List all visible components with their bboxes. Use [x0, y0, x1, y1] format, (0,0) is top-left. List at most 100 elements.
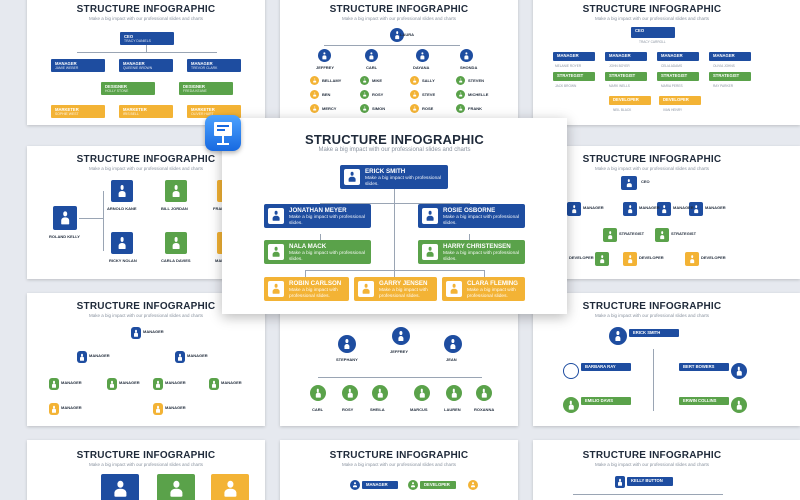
- manager-label: MANAGER: [165, 405, 186, 410]
- manager-label: MANAGER: [661, 53, 683, 58]
- main-slide[interactable]: STRUCTURE INFOGRAPHIC Make a big impact …: [222, 118, 567, 314]
- avatar: [563, 363, 579, 379]
- org-card-top[interactable]: ERICK SMITH Make a big impact with profe…: [340, 165, 448, 189]
- avatar: [476, 385, 492, 401]
- slide-thumbnail-11[interactable]: STRUCTURE INFOGRAPHIC Make a big impact …: [533, 440, 800, 500]
- user-icon: [268, 244, 284, 260]
- slide-thumbnail-3[interactable]: STRUCTURE INFOGRAPHIC Make a big impact …: [533, 0, 800, 125]
- org-card[interactable]: JONATHAN MEYER Make a big impact with pr…: [264, 204, 371, 228]
- designer-box: DESIGNER HOLLY STONE: [101, 82, 155, 95]
- strategist-label: STRATEGIST: [609, 73, 636, 78]
- avatar: [456, 90, 465, 99]
- marketer-label: MARKETER: [191, 107, 215, 112]
- name-label: SALLY: [422, 78, 435, 83]
- name-label: SIMON: [372, 106, 386, 111]
- avatar: [444, 335, 462, 353]
- avatar: [731, 397, 747, 413]
- manager-label: MANAGER: [187, 353, 208, 358]
- name-label: ARNOLD KANE: [107, 206, 137, 211]
- org-card[interactable]: GARRY JENSEN Make a big impact with prof…: [354, 277, 437, 301]
- ceo-sub: TRACY CARROLL: [639, 40, 666, 44]
- org-card[interactable]: ROSIE OSBORNE Make a big impact with pro…: [418, 204, 525, 228]
- name-label: MARCUS: [410, 407, 428, 412]
- card-desc: Make a big impact with professional slid…: [467, 288, 516, 299]
- main-subtitle: Make a big impact with our professional …: [318, 147, 471, 153]
- avatar: [53, 206, 77, 230]
- slide-thumbnail-1[interactable]: STRUCTURE INFOGRAPHIC Make a big impact …: [27, 0, 265, 125]
- avatar: [563, 397, 579, 413]
- slide-thumbnail-10[interactable]: STRUCTURE INFOGRAPHIC Make a big impact …: [280, 440, 518, 500]
- slide-subtitle: Make a big impact with our professional …: [594, 313, 710, 318]
- person-icon: [77, 351, 87, 363]
- designer-box: DESIGNER FREDA KEANE: [179, 82, 233, 95]
- right-name: ERWIN COLLINS: [683, 398, 717, 403]
- manager-box: MANAGER TREVOR CLARK: [187, 59, 241, 72]
- slide-title: STRUCTURE INFOGRAPHIC: [76, 4, 216, 15]
- org-card[interactable]: NALA MACK Make a big impact with profess…: [264, 240, 371, 264]
- avatar: [410, 104, 419, 113]
- name-label: BEN: [322, 92, 331, 97]
- marketer-label: MARKETER: [123, 107, 147, 112]
- slide-thumbnail-2[interactable]: STRUCTURE INFOGRAPHIC Make a big impact …: [280, 0, 518, 125]
- manager-box: MANAGER: [605, 52, 647, 61]
- manager-label: MANAGER: [119, 380, 140, 385]
- connector: [320, 203, 469, 204]
- user-icon: [268, 208, 284, 224]
- user-icon: [422, 244, 438, 260]
- avatar: [609, 327, 627, 345]
- name-label: FRANK: [468, 106, 482, 111]
- org-card[interactable]: HARRY CHRISTENSEN Make a big impact with…: [418, 240, 525, 264]
- name-label: SHEILA: [370, 407, 385, 412]
- org-card[interactable]: CLARA FLEMING Make a big impact with pro…: [442, 277, 525, 301]
- ceo-label: CEO: [124, 34, 134, 39]
- avatar: [456, 104, 465, 113]
- manager-label: MANAGER: [557, 53, 579, 58]
- manager-label: MANAGER: [705, 205, 726, 210]
- manager-box: MANAGER: [362, 481, 398, 489]
- avatar: [615, 476, 625, 488]
- ceo-label: CEO: [635, 28, 645, 33]
- slide-thumbnail-7[interactable]: STEPHANY JEFFREY JEAN CARL ROSY SHEILA M…: [280, 293, 518, 426]
- slide-thumbnail-9[interactable]: STRUCTURE INFOGRAPHIC Make a big impact …: [27, 440, 265, 500]
- developer-label: DEVELOPER: [639, 255, 664, 260]
- slide-thumbnail-8[interactable]: STRUCTURE INFOGRAPHIC Make a big impact …: [533, 293, 800, 426]
- slide-thumbnail-6[interactable]: STRUCTURE INFOGRAPHIC Make a big impact …: [27, 293, 265, 426]
- slide-title: STRUCTURE INFOGRAPHIC: [329, 450, 469, 461]
- strategist-box: STRATEGIST: [553, 72, 595, 81]
- avatar: [468, 480, 478, 490]
- avatar: [595, 252, 609, 266]
- developer-sub: NEIL BLACK: [613, 108, 632, 112]
- developer-box: DEVELOPER: [659, 96, 701, 105]
- connector: [469, 234, 470, 240]
- top-box: ERICK SMITH: [629, 329, 679, 337]
- avatar: [338, 335, 356, 353]
- org-card[interactable]: ROBIN CARLSON Make a big impact with pro…: [264, 277, 349, 301]
- designer-sub: FREDA KEANE: [183, 89, 207, 93]
- name-label: ROSY: [342, 407, 354, 412]
- avatar: [342, 385, 358, 401]
- person-icon: [209, 378, 219, 390]
- name-label: DAYANA: [413, 65, 430, 70]
- strategist-sub: RAY PARKER: [713, 84, 734, 88]
- marketer-sub: OLIVER HART: [191, 112, 214, 116]
- strategist-box: STRATEGIST: [709, 72, 751, 81]
- card-name: JONATHAN MEYER: [289, 207, 347, 214]
- person-icon: [153, 403, 163, 415]
- avatar: [365, 49, 378, 62]
- avatar: [310, 76, 319, 85]
- manager-label: MANAGER: [673, 205, 694, 210]
- connector: [394, 188, 395, 296]
- slide-title: STRUCTURE INFOGRAPHIC: [582, 301, 722, 312]
- card-desc: Make a big impact with professional slid…: [443, 215, 519, 226]
- marketer-box: MARKETER SOPHIE WEST: [51, 105, 105, 118]
- slide-subtitle: Make a big impact with our professional …: [88, 16, 204, 21]
- slide-thumbnail-5[interactable]: STRUCTURE INFOGRAPHIC Make a big impact …: [533, 146, 800, 279]
- marketer-box: MARKETER IRIS BELL: [119, 105, 173, 118]
- main-title: STRUCTURE INFOGRAPHIC: [305, 132, 484, 147]
- avatar: [165, 232, 187, 254]
- card-desc: Make a big impact with professional slid…: [289, 288, 338, 299]
- card-desc: Make a big impact with professional slid…: [443, 251, 519, 262]
- ceo-label: CEO: [641, 179, 650, 184]
- manager-label: MANAGER: [61, 405, 82, 410]
- strategist-sub: MARIA PERES: [661, 84, 683, 88]
